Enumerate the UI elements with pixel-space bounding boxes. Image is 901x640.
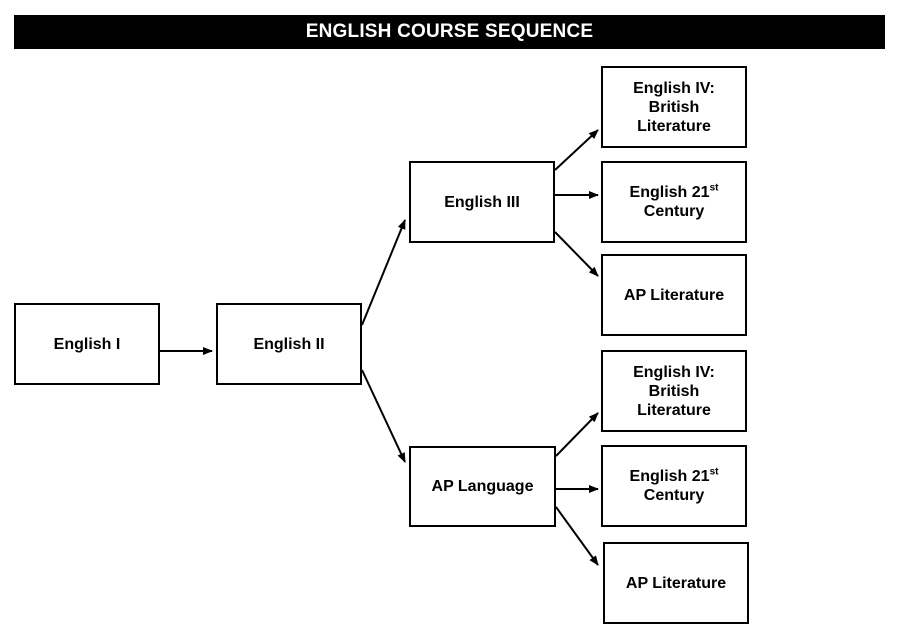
node-english-1-label: English I [53, 335, 121, 353]
top-21st-line1: English 21 [629, 184, 710, 201]
arrow-eng2-aplang [361, 369, 406, 463]
arrow-eng3-top-aplit [554, 231, 599, 277]
bot-21st-line1: English 21 [629, 468, 710, 485]
bot-21st-sup: st [709, 466, 719, 478]
node-english-2: English II [216, 303, 362, 385]
bot-brit-line2: British [648, 382, 700, 400]
arrow-eng2-eng3 [361, 219, 406, 326]
top-brit-line3: Literature [637, 117, 711, 135]
node-english-3-label: English III [444, 193, 520, 211]
bot-21st-line2: Century [643, 487, 705, 504]
node-top-british-literature: English IV: British Literature [601, 66, 747, 148]
node-english-3: English III [409, 161, 555, 243]
node-english-1: English I [14, 303, 160, 385]
node-ap-language: AP Language [409, 446, 556, 527]
arrow-eng3-top-brit [554, 129, 599, 171]
arrow-aplang-bot-aplit [555, 506, 599, 566]
page-title-text: ENGLISH COURSE SEQUENCE [305, 21, 594, 42]
node-bottom-english-21st: English 21st Century [601, 445, 747, 527]
top-brit-line2: British [648, 98, 700, 116]
arrow-aplang-bot-brit [555, 412, 599, 457]
node-bottom-ap-literature: AP Literature [603, 542, 749, 624]
node-top-english-21st: English 21st Century [601, 161, 747, 243]
bot-brit-line1: English IV: [633, 363, 715, 381]
top-21st-sup: st [709, 182, 719, 194]
node-english-2-label: English II [253, 335, 325, 353]
top-aplit-label: AP Literature [623, 286, 725, 304]
node-ap-language-label: AP Language [431, 478, 534, 495]
top-brit-line1: English IV: [633, 79, 715, 97]
node-top-ap-literature: AP Literature [601, 254, 747, 336]
bot-brit-line3: Literature [637, 401, 711, 419]
bot-aplit-label: AP Literature [625, 574, 727, 592]
top-21st-line2: Century [643, 203, 705, 220]
node-bottom-british-literature: English IV: British Literature [601, 350, 747, 432]
page-title: ENGLISH COURSE SEQUENCE [14, 15, 885, 49]
